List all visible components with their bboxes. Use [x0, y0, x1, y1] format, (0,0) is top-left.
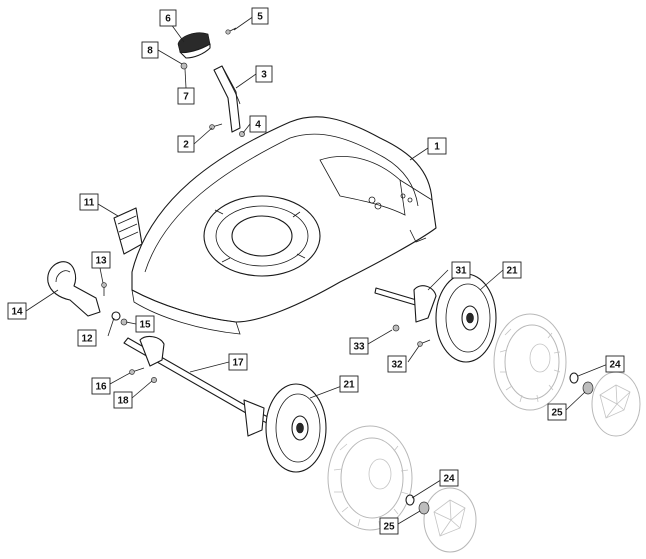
svg-text:33: 33	[353, 342, 365, 353]
height-adjust-plate	[113, 207, 143, 255]
callout-31: 31	[451, 261, 471, 279]
nut-part-25-bottom	[418, 501, 430, 515]
callout-24-bottom: 24	[439, 469, 459, 487]
callout-15: 15	[135, 315, 155, 333]
front-wheel-ghost-bottom	[327, 425, 413, 531]
svg-text:25: 25	[383, 522, 395, 533]
callout-13: 13	[91, 251, 111, 269]
callout-6: 6	[159, 9, 177, 27]
rear-axle	[374, 285, 437, 323]
svg-text:12: 12	[81, 334, 93, 345]
callout-2: 2	[177, 135, 195, 153]
screw-part-2	[209, 123, 223, 130]
svg-text:21: 21	[343, 380, 355, 391]
svg-text:11: 11	[84, 198, 95, 209]
hubcap-ghost-right	[591, 371, 641, 437]
svg-text:1: 1	[434, 142, 440, 153]
callout-11: 11	[79, 193, 99, 211]
svg-text:4: 4	[255, 120, 261, 131]
svg-text:16: 16	[95, 382, 107, 393]
callout-14: 14	[7, 302, 27, 320]
washer-part-12	[111, 311, 121, 321]
mower-deck	[131, 116, 437, 335]
screw-part-13	[101, 282, 107, 296]
callout-25-bottom: 25	[379, 517, 399, 535]
svg-text:24: 24	[443, 474, 455, 485]
callout-24-right: 24	[605, 355, 625, 373]
svg-text:5: 5	[257, 12, 263, 23]
svg-text:6: 6	[165, 14, 171, 25]
callout-5: 5	[251, 7, 269, 25]
svg-text:8: 8	[147, 46, 153, 57]
screw-part-32	[417, 339, 431, 347]
callout-4: 4	[249, 115, 267, 133]
svg-text:31: 31	[455, 266, 467, 277]
svg-text:3: 3	[261, 70, 267, 81]
rear-wheel-ghost-right	[493, 313, 567, 411]
nut-part-25-right	[582, 381, 594, 395]
callout-7: 7	[177, 87, 195, 105]
screw-part-5	[225, 27, 237, 35]
knob	[177, 32, 211, 59]
callout-21-front: 21	[339, 375, 359, 393]
callout-1: 1	[427, 137, 447, 155]
bracket	[213, 65, 241, 133]
hubcap-ghost-bottom	[423, 487, 477, 553]
front-wheel	[265, 383, 327, 473]
leader-lines	[25, 15, 609, 525]
svg-text:24: 24	[609, 360, 621, 371]
svg-text:14: 14	[11, 307, 23, 318]
washer-part-24-bottom	[405, 494, 415, 506]
callout-12: 12	[77, 329, 97, 347]
height-lever	[47, 261, 101, 317]
nut-part-8	[180, 62, 188, 70]
screw-part-16	[129, 367, 145, 375]
svg-text:25: 25	[551, 408, 563, 419]
washer-part-24-right	[569, 372, 579, 384]
callout-32: 32	[387, 355, 407, 373]
svg-text:7: 7	[183, 92, 189, 103]
callout-16: 16	[91, 377, 111, 395]
callout-8: 8	[141, 41, 159, 59]
nut-part-18	[151, 377, 157, 383]
front-axle	[123, 335, 271, 437]
callout-18: 18	[113, 391, 133, 409]
svg-text:17: 17	[232, 358, 244, 369]
svg-text:32: 32	[391, 360, 403, 371]
rear-wheel	[435, 273, 497, 363]
svg-text:13: 13	[95, 256, 107, 267]
nut-part-33	[392, 324, 400, 332]
callout-17: 17	[228, 353, 248, 371]
callout-21-rear: 21	[502, 261, 522, 279]
svg-text:18: 18	[117, 396, 129, 407]
callout-33: 33	[349, 337, 369, 355]
svg-text:21: 21	[506, 266, 518, 277]
svg-text:2: 2	[183, 140, 189, 151]
callout-25-right: 25	[547, 403, 567, 421]
svg-text:15: 15	[139, 320, 151, 331]
callout-3: 3	[255, 65, 273, 83]
